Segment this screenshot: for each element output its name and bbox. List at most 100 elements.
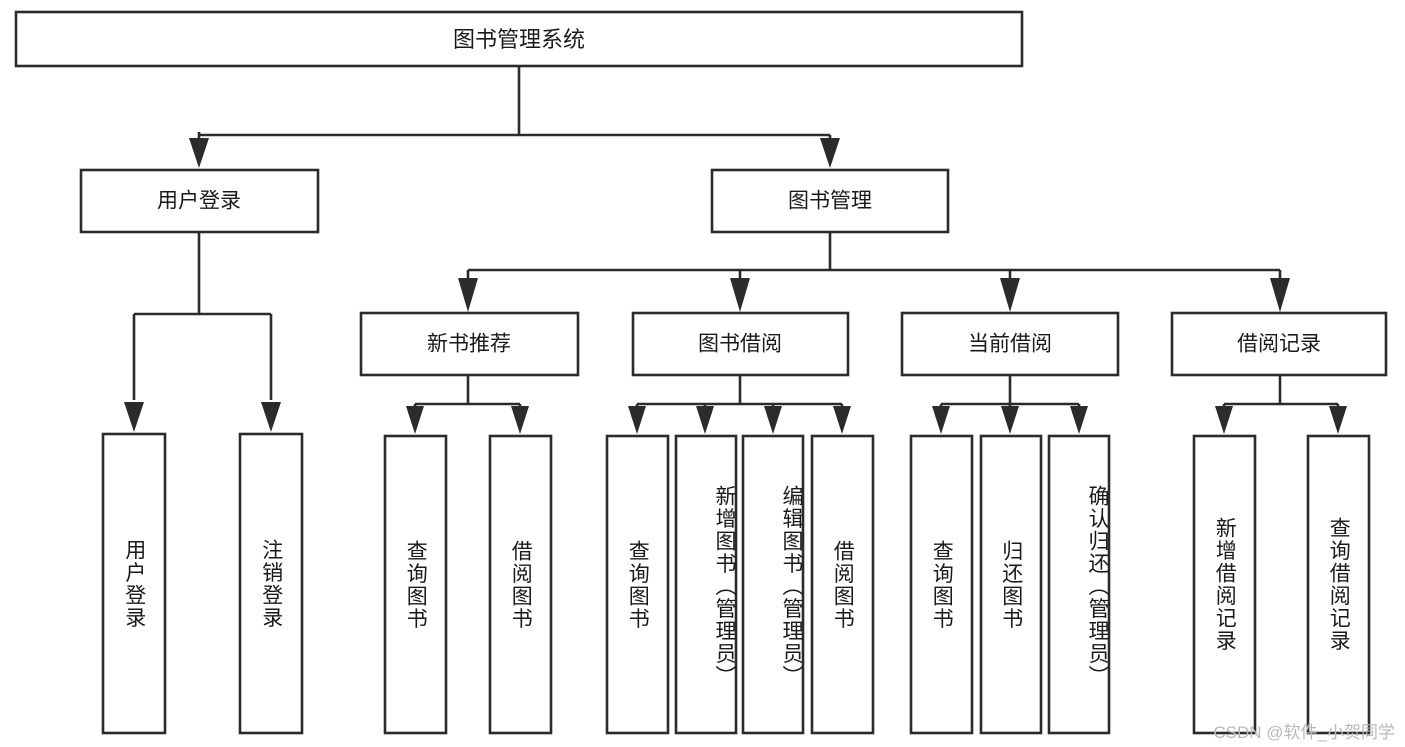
leaf-book-borrow-borrow-fo: 借阅图书 [831, 539, 855, 630]
leaf-new-book-borrow-label: 借阅图书 [509, 539, 533, 630]
leaf-user-login-login-box[interactable] [101, 432, 167, 735]
leaf-book-borrow-edit-label: 编辑图书（管理员） [780, 484, 803, 688]
connector-group-user-login [124, 232, 281, 432]
node-user-login-box[interactable] [79, 168, 320, 234]
leaf-current-borrow-return-label: 归还图书 [999, 539, 1023, 630]
arrow-head-book-borrow [730, 278, 750, 312]
arrow-head-leaf-book-borrow-4 [833, 406, 851, 434]
leaf-new-book-query-box[interactable] [383, 434, 448, 735]
node-book-borrow[interactable]: 图书借阅 [631, 311, 850, 377]
leaf-user-login-login-label: 用户登录 [122, 538, 146, 629]
arrow-head-leaf-user-login-2 [261, 402, 281, 432]
leaf-user-login-login-fo: 用户登录 [122, 538, 146, 629]
leaf-book-borrow-borrow-label: 借阅图书 [831, 539, 855, 630]
leaf-book-borrow-add-fo: 新增图书（管理员） [713, 484, 736, 688]
node-new-book-recommend-label: 新书推荐 [427, 333, 511, 356]
node-book-borrow-label: 图书借阅 [698, 333, 782, 356]
arrow-head-leaf-current-borrow-3 [1070, 406, 1088, 434]
leaf-current-borrow-query-label: 查询图书 [930, 539, 954, 630]
leaf-borrow-record-query[interactable]: 查询借阅记录 [1306, 434, 1371, 735]
leaf-book-borrow-add-label: 新增图书（管理员） [713, 484, 736, 688]
leaf-book-borrow-borrow[interactable]: 借阅图书 [810, 434, 875, 735]
arrow-head-current-borrow [1000, 278, 1020, 312]
node-user-login[interactable]: 用户登录 [79, 168, 320, 234]
leaf-borrow-record-query-label: 查询借阅记录 [1327, 517, 1351, 652]
leaf-book-borrow-query-label: 查询图书 [626, 539, 650, 630]
connector-group-book-manage [458, 232, 1290, 312]
leaf-current-borrow-confirm-fo: 确认归还（管理员） [1086, 484, 1109, 688]
leaf-current-borrow-query[interactable]: 查询图书 [909, 434, 974, 735]
leaf-book-borrow-query[interactable]: 查询图书 [605, 434, 670, 735]
arrow-head-leaf-book-borrow-3 [764, 406, 782, 434]
arrow-head-leaf-new-book-2 [511, 406, 529, 434]
leaf-book-borrow-edit-fo: 编辑图书（管理员） [780, 484, 803, 688]
connector-group-current-borrow [932, 375, 1088, 434]
leaf-borrow-record-add[interactable]: 新增借阅记录 [1192, 434, 1257, 735]
leaf-current-borrow-query-fo: 查询图书 [930, 539, 954, 630]
connector-group-root [189, 66, 840, 168]
node-book-manage-box[interactable] [710, 168, 950, 234]
leaf-new-book-borrow-box[interactable] [488, 434, 553, 735]
leaf-borrow-record-add-fo: 新增借阅记录 [1213, 517, 1237, 652]
connector-group-borrow-record [1215, 375, 1347, 434]
node-current-borrow[interactable]: 当前借阅 [900, 311, 1120, 377]
leaf-new-book-query[interactable]: 查询图书 [383, 434, 448, 735]
connector-group-new-book [406, 375, 529, 434]
node-borrow-record-label: 借阅记录 [1237, 333, 1321, 356]
node-borrow-record-box[interactable] [1170, 311, 1388, 377]
arrow-head-leaf-borrow-record-2 [1329, 406, 1347, 434]
leaf-current-borrow-query-box[interactable] [909, 434, 974, 735]
arrow-head-leaf-current-borrow-2 [1001, 406, 1019, 434]
arrow-head-leaf-new-book-1 [406, 406, 424, 434]
leaf-user-login-login[interactable]: 用户登录 [101, 432, 167, 735]
arrow-head-leaf-user-login-1 [124, 402, 144, 432]
leaf-book-borrow-edit-box[interactable] [741, 434, 805, 735]
leaf-borrow-record-query-fo: 查询借阅记录 [1327, 517, 1351, 652]
leaf-book-borrow-query-fo: 查询图书 [626, 539, 650, 630]
leaf-user-login-logout-label: 注销登录 [259, 538, 283, 629]
arrow-head-book-manage [820, 138, 840, 168]
leaf-borrow-record-add-box[interactable] [1192, 434, 1257, 735]
node-book-borrow-box[interactable] [631, 311, 850, 377]
leaf-user-login-logout-box[interactable] [238, 432, 304, 735]
leaf-user-login-logout[interactable]: 注销登录 [238, 432, 304, 735]
leaf-new-book-borrow-fo: 借阅图书 [509, 539, 533, 630]
arrow-head-user-login [189, 138, 209, 168]
leaf-current-borrow-return[interactable]: 归还图书 [979, 434, 1043, 735]
node-root-system-label: 图书管理系统 [453, 27, 585, 52]
node-user-login-label: 用户登录 [157, 190, 241, 213]
leaf-new-book-query-label: 查询图书 [404, 539, 428, 630]
node-borrow-record[interactable]: 借阅记录 [1170, 311, 1388, 377]
arrow-head-leaf-current-borrow-1 [932, 406, 950, 434]
leaf-book-borrow-query-box[interactable] [605, 434, 670, 735]
node-new-book-recommend-box[interactable] [359, 311, 580, 377]
leaf-new-book-query-fo: 查询图书 [404, 539, 428, 630]
node-book-manage-label: 图书管理 [788, 190, 872, 213]
leaf-current-borrow-confirm-label: 确认归还（管理员） [1086, 484, 1109, 688]
leaf-user-login-logout-fo: 注销登录 [259, 538, 283, 629]
leaf-new-book-borrow[interactable]: 借阅图书 [488, 434, 553, 735]
node-book-manage[interactable]: 图书管理 [710, 168, 950, 234]
node-root-system-box[interactable] [14, 10, 1024, 68]
leaf-current-borrow-return-fo: 归还图书 [999, 539, 1023, 630]
leaf-book-borrow-add-box[interactable] [674, 434, 738, 735]
arrow-head-leaf-borrow-record-1 [1215, 406, 1233, 434]
arrow-head-borrow-record [1270, 278, 1290, 312]
leaf-current-borrow-confirm[interactable]: 确认归还（管理员） [1047, 434, 1111, 735]
leaf-current-borrow-confirm-box[interactable] [1047, 434, 1111, 735]
arrow-head-leaf-book-borrow-1 [628, 406, 646, 434]
node-root-system[interactable]: 图书管理系统 [14, 10, 1024, 68]
leaf-current-borrow-return-box[interactable] [979, 434, 1043, 735]
leaf-book-borrow-edit[interactable]: 编辑图书（管理员） [741, 434, 805, 735]
node-new-book-recommend[interactable]: 新书推荐 [359, 311, 580, 377]
node-current-borrow-box[interactable] [900, 311, 1120, 377]
arrow-head-leaf-book-borrow-2 [696, 406, 714, 434]
leaf-borrow-record-add-label: 新增借阅记录 [1213, 517, 1237, 652]
leaf-book-borrow-borrow-box[interactable] [810, 434, 875, 735]
leaf-book-borrow-add[interactable]: 新增图书（管理员） [674, 434, 738, 735]
arrow-head-new-book [458, 278, 478, 312]
leaf-borrow-record-query-box[interactable] [1306, 434, 1371, 735]
node-current-borrow-label: 当前借阅 [968, 333, 1052, 356]
